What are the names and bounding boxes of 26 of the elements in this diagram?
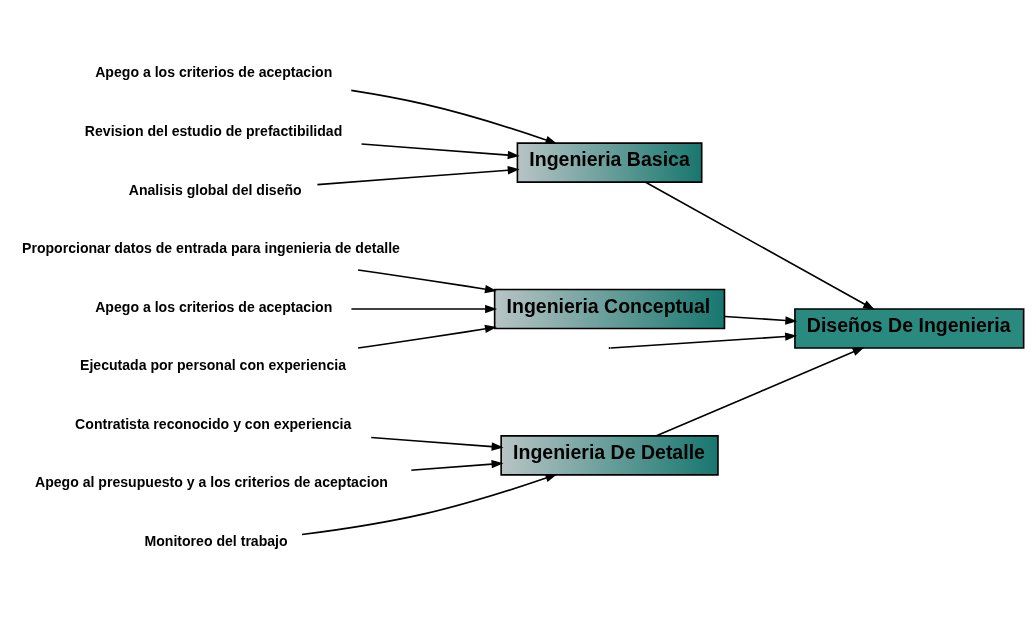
node-text: Monitoreo del trabajo [144,532,288,549]
arrow [300,474,557,536]
arrow [316,166,520,186]
arrow [350,304,497,314]
arrow [356,269,497,294]
arrow [349,89,557,144]
node-text: Apego a los criterios de aceptacion [94,298,332,315]
arrow [410,459,503,471]
node-text: Analisis global del diseño [128,181,302,198]
node-text: Contratista reconocido y con experiencia [74,415,351,432]
node-text: Ejecutada por personal con experiencia [79,357,346,374]
node-box: Ingenieria Basica [516,142,702,183]
node-box: Ingenieria De Detalle [499,435,719,476]
node-text: Apego a los criterios de aceptacion [94,64,332,81]
arrow [723,315,797,325]
arrow [609,332,797,349]
arrow [360,143,520,160]
arrow [655,347,865,437]
arrow [356,324,497,349]
node-text: Revision del estudio de prefactibilidad [84,122,342,139]
arrow [369,436,504,451]
node-box: Ingenieria Conceptual [493,288,725,330]
node-text: Proporcionar datos de entrada para ingenieria de detalle [21,240,400,257]
node-text: Apego al presupuesto y a los criterios de aceptacion [34,474,388,491]
node-box: Diseños De Ingenieria [793,308,1024,349]
arrow [644,181,875,311]
